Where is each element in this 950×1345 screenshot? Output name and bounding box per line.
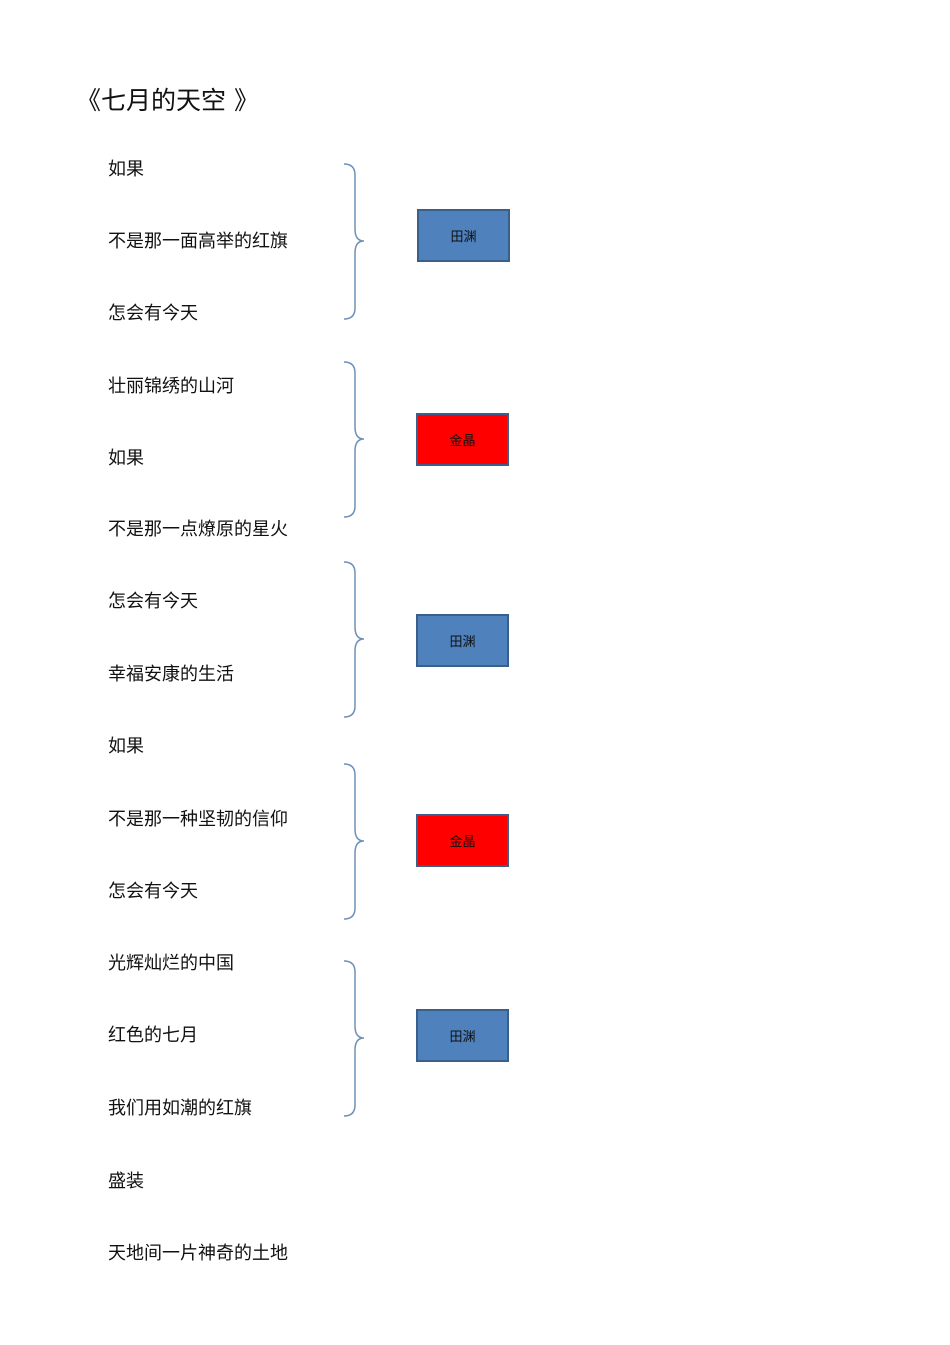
poem-line: 怎会有今天 [108, 591, 198, 612]
poem-line: 如果 [108, 736, 144, 757]
right-brace [343, 561, 365, 718]
right-brace [343, 960, 365, 1117]
poem-line: 怎会有今天 [108, 881, 198, 902]
poem-line: 光辉灿烂的中国 [108, 953, 234, 974]
speaker-box-blue: 田渊 [416, 1009, 509, 1062]
poem-line: 不是那一面高举的红旗 [108, 231, 288, 252]
speaker-box-blue: 田渊 [416, 614, 509, 667]
poem-line: 怎会有今天 [108, 303, 198, 324]
poem-line: 不是那一点燎原的星火 [108, 519, 288, 540]
poem-line: 不是那一种坚韧的信仰 [108, 809, 288, 830]
poem-line: 壮丽锦绣的山河 [108, 376, 234, 397]
speaker-box-blue: 田渊 [417, 209, 510, 262]
poem-line: 盛装 [108, 1171, 144, 1192]
right-brace [343, 763, 365, 920]
poem-line: 如果 [108, 448, 144, 469]
right-brace [343, 163, 365, 320]
poem-line: 如果 [108, 159, 144, 180]
right-brace [343, 361, 365, 518]
speaker-box-red: 金晶 [416, 413, 509, 466]
poem-line: 我们用如潮的红旗 [108, 1098, 252, 1119]
speaker-box-red: 金晶 [416, 814, 509, 867]
poem-line: 天地间一片神奇的土地 [108, 1243, 288, 1264]
poem-line: 幸福安康的生活 [108, 664, 234, 685]
poem-title: 《七月的天空 》 [76, 86, 259, 115]
poem-line: 红色的七月 [108, 1025, 198, 1046]
